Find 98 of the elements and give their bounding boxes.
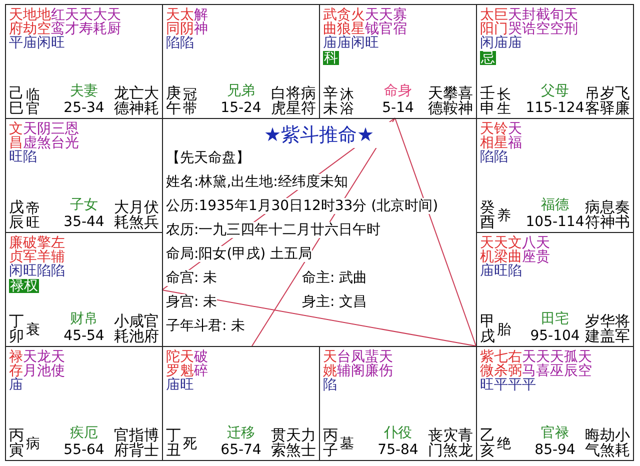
life-stage-text: 胎 [497,323,511,337]
age-range: 85-94 [534,443,576,458]
star-names: 文天阴三恩昌虚煞台光 [9,122,79,150]
transform-badge: 禄权 [9,279,39,293]
life-stage-text: 长生 [497,88,511,116]
brightness-text: 陷 [323,378,337,392]
palace-name: 官禄 [540,426,570,441]
life-stage-text: 墓 [340,437,354,451]
star-names: 天台凤蜚天姚辅阁廉伤 [323,350,393,378]
deity-names: 小咸官耗池府 [114,314,159,344]
deity-names: 贯天力索煞士 [271,428,316,458]
brightness-text: 庙旺陷 [480,264,522,278]
deity-names: 大月伏耗煞兵 [114,200,159,230]
star-names: 天铃天相星福 [480,122,522,150]
palace-name: 疾厄 [69,426,99,441]
deity-names: 晦劫小气煞耗 [585,428,630,458]
palace-name: 父母 [540,84,570,99]
palace-name: 兄弟 [226,84,256,99]
age-range: 35-44 [62,215,106,230]
age-range: 105-114 [524,215,586,230]
brightness-text: 旺平平平 [480,378,536,392]
stem-branch-text: 己巳 [9,86,24,116]
brightness-text: 庙旺 [166,378,194,392]
star-names: 天地地红天天大天府劫空鸾才寿耗厨 [9,8,121,36]
deity-names: 天攀喜德鞍神 [428,86,473,116]
star-names: 禄天龙天存月池使 [9,350,65,378]
age-range: 5-14 [381,101,415,116]
palace-cell [476,4,634,119]
star-names: 廉破擎左贞军羊辅 [9,236,65,264]
age-range: 55-64 [62,443,106,458]
brightness-text: 庙庙闲旺 [323,36,379,50]
age-range: 45-54 [62,329,106,344]
stem-branch-text: 丙寅 [9,428,24,458]
stem-branch-text: 甲戌 [480,314,495,344]
stem-branch-text: 丁卯 [9,314,24,344]
connector-line [162,290,476,346]
star-names: 紫七右天天天孤天微杀弼马喜巫辰空 [480,350,592,378]
age-range: 25-34 [62,101,106,116]
life-stage-text: 病 [26,437,40,451]
star-names: 天天文八天机梁曲座贵 [480,236,550,264]
brightness-text: 庙 [9,378,23,392]
brightness-text: 陷陷 [480,150,508,164]
age-range: 115-124 [524,101,586,116]
deity-names: 吊岁飞客驿廉 [585,86,630,116]
life-stage-text: 帝旺 [26,202,40,230]
palace-name: 福德 [540,198,570,213]
palace-cell [5,232,163,347]
stem-branch-text: 戊辰 [9,200,24,230]
palace-name: 命身 [383,84,413,99]
palace-name: 仆役 [383,426,413,441]
brightness-text: 闲旺陷陷 [9,264,65,278]
transform-badge: 科 [323,51,339,65]
star-names: 太巨天封截旬天阳门哭诰空空刑 [480,8,578,36]
palace-cell [162,346,320,461]
life-stage-text: 绝 [497,437,511,451]
palace-cell [5,4,163,119]
deity-names: 官指博府背士 [114,428,159,458]
deity-names: 病息奏符神书 [585,200,630,230]
palace-name: 迁移 [226,426,256,441]
palace-cell [476,346,634,461]
star-names: 武贪火天天寡曲狼星钺官宿 [323,8,407,36]
palace-cell [476,232,634,347]
stem-branch-text: 癸酉 [480,200,495,230]
life-stage-text: 临官 [26,88,40,116]
age-range: 65-74 [220,443,262,458]
star-names: 天太解同阴神 [166,8,208,36]
palace-name: 田宅 [540,312,570,327]
age-range: 75-84 [376,443,420,458]
palace-cell [5,346,163,461]
stem-branch-text: 辛未 [323,86,338,116]
stem-branch-text: 乙亥 [480,428,495,458]
brightness-text: 平庙闲旺 [9,36,65,50]
age-range: 15-24 [220,101,262,116]
life-stage-text: 沐浴 [340,88,354,116]
deity-names: 岁华将建盖军 [585,314,630,344]
connector-line [394,118,476,346]
palace-cell [319,346,477,461]
stem-branch-text: 丙子 [323,428,338,458]
life-stage-text: 养 [497,209,511,223]
life-stage-text: 冠带 [183,88,197,116]
brightness-text: 旺陷 [9,150,37,164]
life-stage-text: 衰 [26,323,40,337]
stem-branch-text: 庚午 [166,86,181,116]
palace-name: 财帛 [69,312,99,327]
star-names: 陀天破罗魁碎 [166,350,208,378]
deity-names: 丧灾青门煞龙 [428,428,473,458]
palace-name: 子女 [69,198,99,213]
transform-badge: 忌 [480,51,496,65]
stem-branch-text: 壬申 [480,86,495,116]
stem-branch-text: 丁丑 [166,428,181,458]
life-stage-text: 死 [183,437,197,451]
deity-names: 龙亡大德神耗 [114,86,159,116]
palace-cell [319,4,477,119]
brightness-text: 闲庙庙 [480,36,522,50]
palace-name: 夫妻 [69,84,99,99]
brightness-text: 陷陷 [166,36,194,50]
deity-names: 白将病虎星符 [271,86,316,116]
age-range: 95-104 [529,329,581,344]
